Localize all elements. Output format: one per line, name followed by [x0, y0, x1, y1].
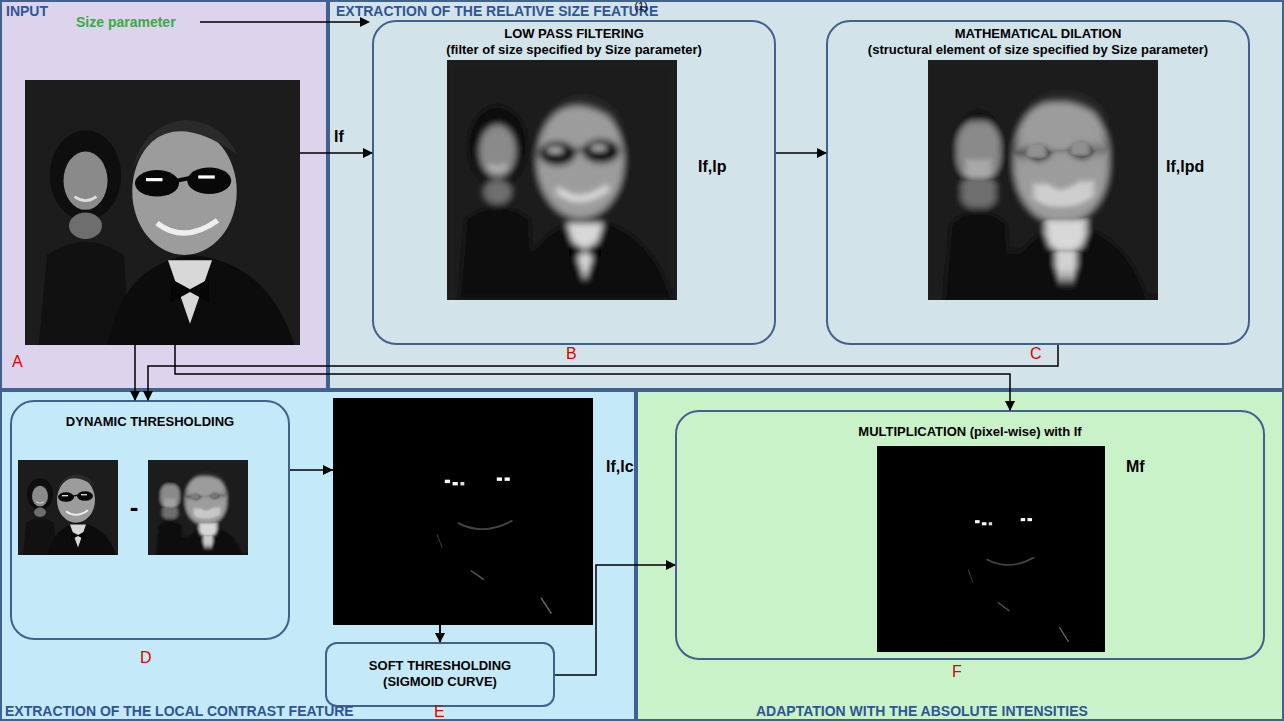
- parameter-label: Size parameter: [76, 14, 200, 30]
- box-note: (filter of size specified by Size parame…: [376, 42, 772, 58]
- text-holder: E: [434, 704, 454, 720]
- section-panel: EXTRACTION OF THE LOCAL CONTRAST FEATURE…: [0, 390, 636, 721]
- text-holder: ADAPTATION WITH THE ABSOLUTE INTENSITIES: [756, 703, 1256, 719]
- process-box: SOFT THRESHOLDING (SIGMOID CURVE): [325, 642, 555, 707]
- flow-arrow: [290, 470, 440, 642]
- dilated-photo: [928, 60, 1158, 300]
- text-holder: B: [566, 346, 586, 362]
- process-box: MULTIPLICATION (pixel-wise) with If Mf: [675, 410, 1265, 660]
- box-title: MATHEMATICAL DILATION: [830, 26, 1246, 42]
- callout-letter: C: [1030, 346, 1050, 362]
- equation-number: (1): [626, 0, 656, 12]
- process-box: LOW PASS FILTERING(filter of size specif…: [372, 20, 776, 345]
- image-label: If,lpd: [1166, 158, 1244, 176]
- flow-arrow: [300, 152, 372, 154]
- callout-letter: A: [12, 354, 32, 370]
- text-holder: -: [122, 494, 146, 520]
- text-holder: MULTIPLICATION (pixel-wise) with If: [679, 424, 1261, 440]
- box-title: LOW PASS FILTERING: [376, 26, 772, 42]
- flow-arrow: [776, 152, 826, 154]
- flow-arrow: [148, 345, 1058, 400]
- text-holder: A: [12, 354, 32, 370]
- flow-arrow: [175, 345, 1010, 410]
- flow-arrow: [134, 345, 136, 400]
- text-holder: LOW PASS FILTERING: [376, 26, 772, 42]
- text-holder: (filter of size specified by Size parame…: [376, 42, 772, 58]
- callout-letter: D: [140, 650, 160, 666]
- lowpass-photo: [447, 60, 677, 300]
- text-holder: EXTRACTION OF THE LOCAL CONTRAST FEATURE: [5, 703, 425, 719]
- contrast-photo: [333, 398, 593, 625]
- text-holder: If,lpd: [1166, 158, 1244, 176]
- process-box: MATHEMATICAL DILATION(structural element…: [826, 20, 1250, 345]
- box-title: MULTIPLICATION (pixel-wise) with If: [679, 424, 1261, 440]
- arrow-line: [439, 625, 441, 634]
- text-holder: Mf: [1126, 458, 1186, 476]
- text-holder: DYNAMIC THRESHOLDING: [14, 414, 286, 430]
- image-label: If,lp: [698, 158, 768, 176]
- flow-arrow: [555, 565, 675, 675]
- parameter-arrow: [200, 21, 360, 23]
- callout-letter: E: [434, 704, 454, 720]
- text-holder: (structural element of size specified by…: [830, 42, 1246, 58]
- process-box: DYNAMIC THRESHOLDING -: [10, 400, 290, 640]
- text-holder: If,lc: [606, 458, 666, 476]
- text-holder: If,lp: [698, 158, 768, 176]
- image-label: If,lc: [606, 458, 666, 476]
- callout-letter: B: [566, 346, 586, 362]
- box-note: (structural element of size specified by…: [830, 42, 1246, 58]
- minus-sign: -: [122, 494, 146, 520]
- section-heading: EXTRACTION OF THE LOCAL CONTRAST FEATURE: [5, 703, 425, 719]
- box-title: SOFT THRESHOLDING (SIGMOID CURVE): [352, 658, 528, 690]
- section-panel: INPUT: [0, 0, 328, 390]
- text-holder: If: [334, 128, 364, 146]
- text-holder: C: [1030, 346, 1050, 362]
- callout-letter: F: [952, 664, 972, 680]
- arrow-head: [323, 465, 333, 475]
- text-holder: MATHEMATICAL DILATION: [830, 26, 1246, 42]
- dilated-thumb: [148, 460, 248, 555]
- image-label: If: [334, 128, 364, 146]
- input-photo: [25, 80, 300, 345]
- image-label: Mf: [1126, 458, 1186, 476]
- box-title: DYNAMIC THRESHOLDING: [14, 414, 286, 430]
- arrow-head: [360, 17, 370, 27]
- section-heading: ADAPTATION WITH THE ABSOLUTE INTENSITIES: [756, 703, 1256, 719]
- text-holder: SOFT THRESHOLDING (SIGMOID CURVE): [352, 658, 528, 690]
- text-holder: Size parameter: [76, 14, 200, 30]
- section-panel: EXTRACTION OF THE RELATIVE SIZE FEATUREL…: [328, 0, 1284, 390]
- input-thumb: [18, 460, 118, 555]
- text-holder: D: [140, 650, 160, 666]
- text-holder: (1): [626, 0, 656, 12]
- output-photo: [877, 446, 1105, 652]
- text-holder: F: [952, 664, 972, 680]
